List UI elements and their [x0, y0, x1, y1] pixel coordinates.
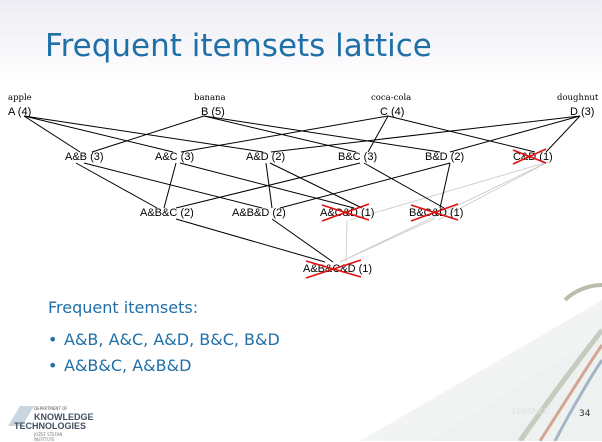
list-item-text: A&B&C, A&B&D — [64, 356, 192, 375]
node-A&B&C: A&B&C (2) — [140, 207, 194, 219]
slide-title: Frequent itemsets lattice — [45, 28, 432, 64]
node-A&B&C&D: A&B&C&D (1) — [303, 263, 372, 275]
node-A&B&D: A&B&D (2) — [232, 207, 286, 219]
item-name-doughnut: doughnut — [557, 93, 599, 103]
node-A&C: A&C (3) — [155, 151, 194, 163]
node-B&D: B&D (2) — [425, 151, 464, 163]
logo-line-1: DEPARTMENT OF — [34, 406, 68, 411]
list-item: • A&B, A&C, A&D, B&C, B&D — [48, 330, 280, 356]
node-A&D: A&D (2) — [246, 151, 285, 163]
logo-shape-icon — [8, 406, 34, 426]
item-name-coca-cola: coca-cola — [371, 93, 411, 103]
pruned-edges — [339, 161, 549, 263]
cross-mark-icon — [305, 259, 362, 279]
cross-mark-icon — [321, 203, 370, 222]
lattice-edges — [23, 115, 581, 263]
logo-line-3: TECHNOLOGIES — [14, 421, 87, 431]
node-B&C: B&C (3) — [338, 151, 377, 163]
bullet-icon: • — [48, 356, 58, 375]
cross-mark-icon — [512, 148, 547, 165]
cross-mark-icon — [410, 203, 459, 222]
list-item-text: A&B, A&C, A&D, B&C, B&D — [64, 330, 280, 349]
frequent-itemsets-heading: Frequent itemsets: — [48, 298, 199, 317]
department-logo: DEPARTMENT OF KNOWLEDGE TECHNOLOGIES JOŽ… — [4, 402, 94, 442]
watermark-text: LEARNED — [512, 407, 550, 416]
item-name-banana: banana — [194, 93, 226, 103]
bullet-icon: • — [48, 330, 58, 349]
cable-watermark: LEARNED — [360, 283, 602, 441]
node-A: A (4) — [8, 106, 31, 118]
logo-line-2: KNOWLEDGE — [34, 412, 94, 422]
node-A&B: A&B (3) — [65, 151, 104, 163]
title-bar — [0, 0, 602, 86]
node-B: B (5) — [201, 106, 225, 118]
node-D: D (3) — [570, 106, 594, 118]
page-number: 34 — [579, 409, 591, 419]
prune-crosses — [305, 148, 547, 279]
list-item: • A&B&C, A&B&D — [48, 356, 280, 382]
logo-line-4: JOŽEF STEFAN INSTITUTE — [34, 432, 63, 442]
frequent-itemsets-list: • A&B, A&C, A&D, B&C, B&D • A&B&C, A&B&D — [48, 330, 280, 382]
node-C: C (4) — [380, 106, 404, 118]
item-name-apple: apple — [8, 93, 32, 103]
